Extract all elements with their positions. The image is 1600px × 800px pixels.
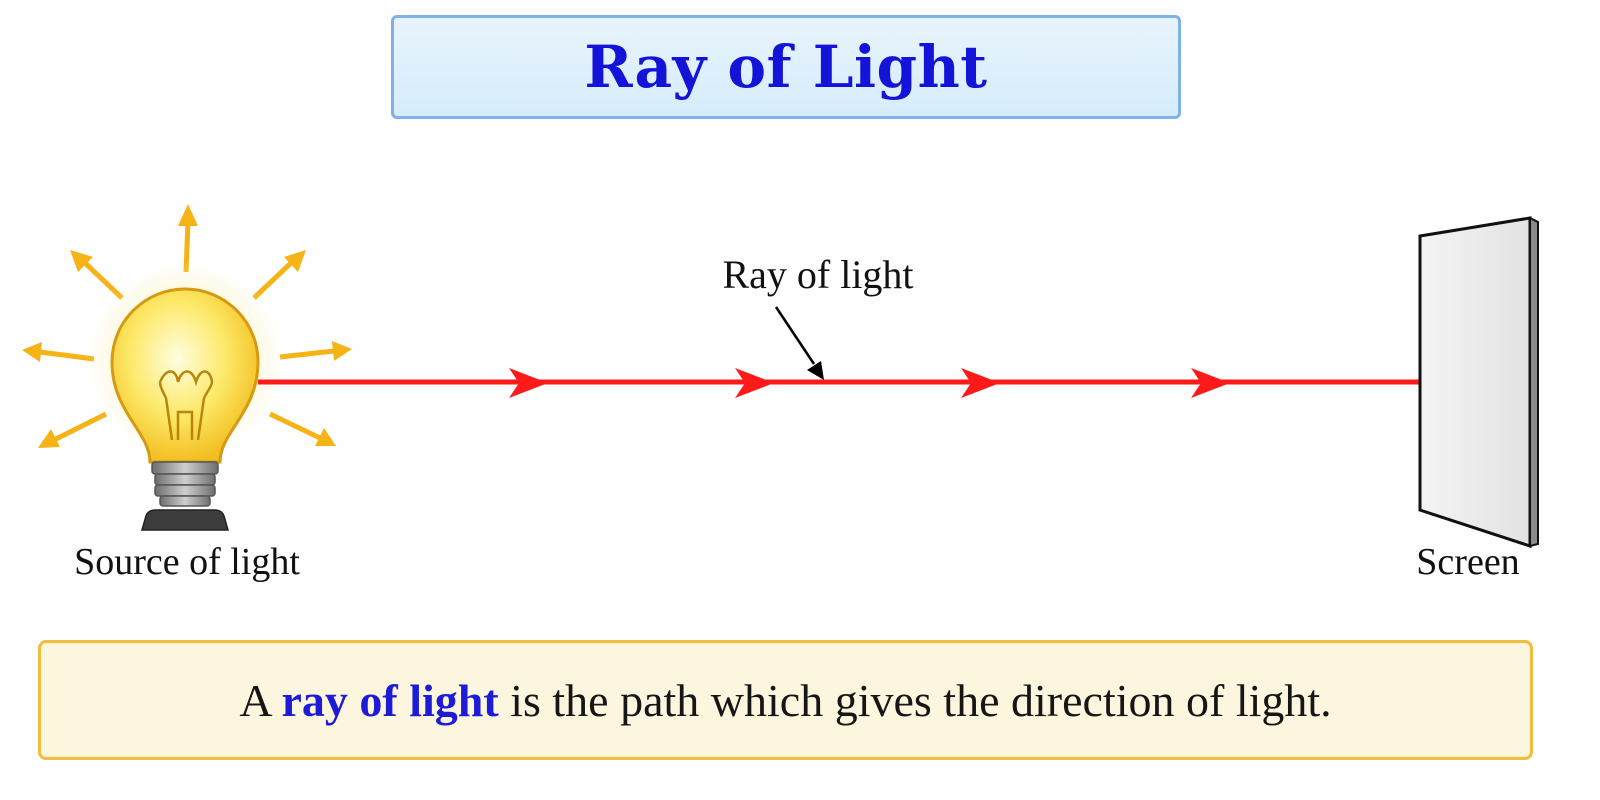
ray-pointer-arrow	[774, 306, 824, 380]
radiation-arrows	[22, 204, 352, 448]
ray-arrowhead-1	[509, 368, 548, 398]
ray-arrowhead-4	[1191, 368, 1230, 398]
radiation-arrow-left	[22, 342, 95, 362]
bulb-filament	[158, 370, 214, 441]
definition-prefix: A	[239, 674, 282, 726]
ray-arrowhead-3	[961, 368, 1000, 398]
radiation-arrow-down-left	[38, 411, 108, 448]
definition-suffix: is the path which gives the direction of…	[498, 674, 1332, 726]
definition-box: A ray of light is the path which gives t…	[38, 640, 1533, 760]
light-bulb-icon	[85, 260, 285, 531]
radiation-arrow-right	[279, 341, 352, 361]
page-title: Ray of Light	[584, 33, 988, 101]
definition-highlight: ray of light	[281, 674, 499, 726]
screen-label: Screen	[1416, 541, 1519, 583]
screen-panel-icon	[1418, 216, 1539, 549]
light-ray	[258, 367, 1464, 398]
title-box: Ray of Light	[391, 15, 1181, 119]
bulb-glass	[110, 287, 260, 464]
ray-label: Ray of light	[722, 252, 913, 297]
ray-arrowhead-2	[735, 368, 774, 398]
radiation-arrow-up-right	[252, 250, 306, 300]
definition-text: A ray of light is the path which gives t…	[239, 674, 1331, 727]
source-label: Source of light	[74, 541, 300, 583]
radiation-arrow-down-right	[268, 411, 336, 446]
bulb-base	[141, 461, 229, 531]
